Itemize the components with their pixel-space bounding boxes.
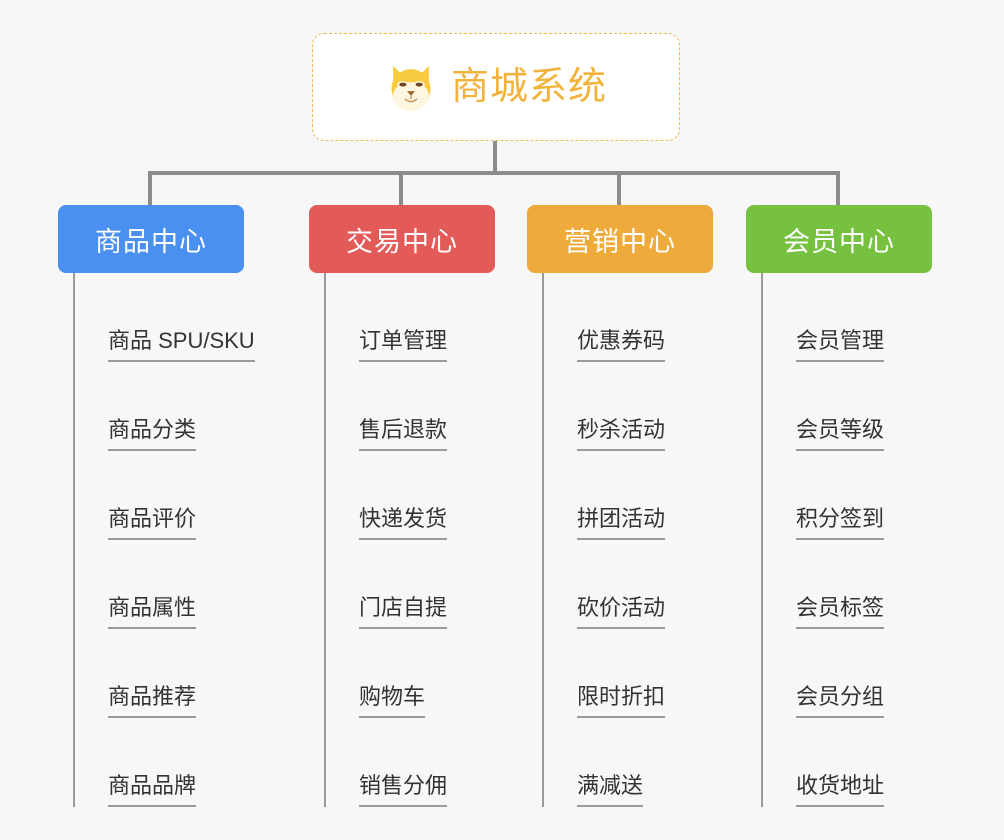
- branch-marketing-center: 营销中心 优惠券码 秒杀活动 拼团活动 砍价活动 限时折扣 满减送: [527, 205, 713, 807]
- branch-header-marketing-center[interactable]: 营销中心: [527, 205, 713, 273]
- leaf-label: 门店自提: [359, 594, 448, 629]
- leaf-item[interactable]: 收货地址: [763, 718, 932, 807]
- leaf-label: 会员分组: [796, 683, 885, 718]
- leaf-label: 商品 SPU/SKU: [108, 327, 255, 362]
- leaf-item[interactable]: 售后退款: [326, 362, 495, 451]
- leaf-label: 快递发货: [359, 505, 448, 540]
- leaf-list-marketing-center: 优惠券码 秒杀活动 拼团活动 砍价活动 限时折扣 满减送: [542, 273, 713, 807]
- leaf-label: 商品推荐: [108, 683, 197, 718]
- leaf-item[interactable]: 购物车: [326, 629, 495, 718]
- root-node[interactable]: 商城系统: [312, 33, 680, 141]
- leaf-label: 会员标签: [796, 594, 885, 629]
- connector-drop-4: [836, 171, 840, 205]
- leaf-item[interactable]: 满减送: [544, 718, 713, 807]
- leaf-list-product-center: 商品 SPU/SKU 商品分类 商品评价 商品属性 商品推荐 商品品牌: [73, 273, 255, 807]
- branch-member-center: 会员中心 会员管理 会员等级 积分签到 会员标签 会员分组 收货地址: [746, 205, 932, 807]
- leaf-label: 商品评价: [108, 505, 197, 540]
- leaf-item[interactable]: 拼团活动: [544, 451, 713, 540]
- leaf-label: 秒杀活动: [577, 416, 666, 451]
- leaf-item[interactable]: 会员等级: [763, 362, 932, 451]
- leaf-label: 满减送: [577, 772, 644, 807]
- leaf-item[interactable]: 积分签到: [763, 451, 932, 540]
- leaf-label: 会员等级: [796, 416, 885, 451]
- leaf-item[interactable]: 优惠券码: [544, 273, 713, 362]
- leaf-label: 会员管理: [796, 327, 885, 362]
- connector-root-stem: [493, 141, 497, 173]
- leaf-item[interactable]: 砍价活动: [544, 540, 713, 629]
- leaf-item[interactable]: 商品 SPU/SKU: [75, 273, 255, 362]
- leaf-list-member-center: 会员管理 会员等级 积分签到 会员标签 会员分组 收货地址: [761, 273, 932, 807]
- leaf-item[interactable]: 门店自提: [326, 540, 495, 629]
- leaf-label: 拼团活动: [577, 505, 666, 540]
- leaf-label: 优惠券码: [577, 327, 666, 362]
- connector-horizontal-bus: [148, 171, 840, 175]
- branch-header-member-center[interactable]: 会员中心: [746, 205, 932, 273]
- leaf-item[interactable]: 会员管理: [763, 273, 932, 362]
- branch-product-center: 商品中心 商品 SPU/SKU 商品分类 商品评价 商品属性 商品推荐 商品品牌: [58, 205, 255, 807]
- leaf-label: 订单管理: [359, 327, 448, 362]
- connector-drop-2: [399, 171, 403, 205]
- leaf-item[interactable]: 订单管理: [326, 273, 495, 362]
- leaf-label: 商品属性: [108, 594, 197, 629]
- leaf-item[interactable]: 限时折扣: [544, 629, 713, 718]
- leaf-item[interactable]: 快递发货: [326, 451, 495, 540]
- leaf-label: 商品品牌: [108, 772, 197, 807]
- leaf-item[interactable]: 商品评价: [75, 451, 244, 540]
- branch-header-trade-center[interactable]: 交易中心: [309, 205, 495, 273]
- leaf-item[interactable]: 商品分类: [75, 362, 244, 451]
- leaf-label: 限时折扣: [577, 683, 666, 718]
- leaf-item[interactable]: 秒杀活动: [544, 362, 713, 451]
- leaf-list-trade-center: 订单管理 售后退款 快递发货 门店自提 购物车 销售分佣: [324, 273, 495, 807]
- leaf-item[interactable]: 商品推荐: [75, 629, 244, 718]
- leaf-label: 商品分类: [108, 416, 197, 451]
- leaf-item[interactable]: 商品品牌: [75, 718, 244, 807]
- branch-trade-center: 交易中心 订单管理 售后退款 快递发货 门店自提 购物车 销售分佣: [309, 205, 495, 807]
- leaf-item[interactable]: 销售分佣: [326, 718, 495, 807]
- leaf-label: 购物车: [359, 683, 426, 718]
- leaf-item[interactable]: 会员分组: [763, 629, 932, 718]
- leaf-item[interactable]: 商品属性: [75, 540, 244, 629]
- branch-header-product-center[interactable]: 商品中心: [58, 205, 244, 273]
- leaf-label: 砍价活动: [577, 594, 666, 629]
- leaf-label: 积分签到: [796, 505, 885, 540]
- shiba-dog-face-icon: [391, 65, 431, 112]
- leaf-label: 收货地址: [796, 772, 885, 807]
- root-title: 商城系统: [450, 66, 607, 108]
- connector-drop-1: [148, 171, 152, 205]
- leaf-label: 售后退款: [359, 416, 448, 451]
- leaf-item[interactable]: 会员标签: [763, 540, 932, 629]
- connector-drop-3: [617, 171, 621, 205]
- leaf-label: 销售分佣: [359, 772, 448, 807]
